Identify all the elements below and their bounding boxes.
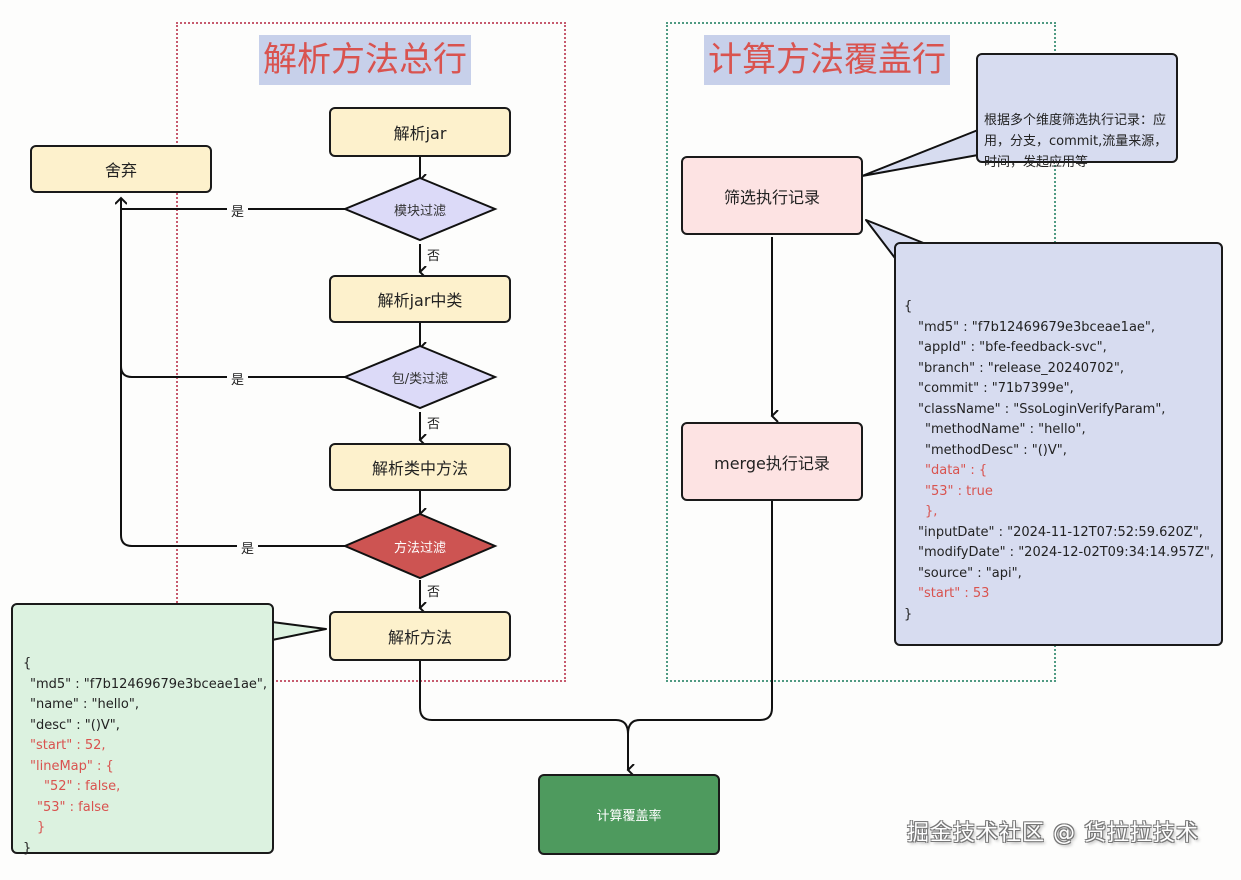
json-line: }, [925, 504, 938, 519]
module-filter-no-label: 否 [427, 249, 441, 264]
footer-watermark: 掘金技术社区 @ 货拉拉技术 [907, 821, 1199, 846]
parse-method-box[interactable]: 解析方法 [329, 611, 511, 661]
json-line: "start" : 52, [30, 738, 106, 753]
json-line: "start" : 53 [918, 586, 990, 601]
method-filter-label[interactable]: 方法过滤 [393, 540, 446, 556]
json-line: "data" : { [925, 463, 988, 478]
module-filter-yes-label: 是 [227, 201, 249, 220]
json-line: "modifyDate" : "2024-12-02T09:34:14.957Z… [918, 545, 1215, 560]
parse-class-methods-box[interactable]: 解析类中方法 [329, 443, 511, 491]
coverage-section-title: 计算方法覆盖行 [704, 35, 950, 85]
json-line: "methodDesc" : "()V", [925, 442, 1067, 458]
method-json-callout: { "md5" : "f7b12469679e3bceae1ae", "name" … [11, 603, 274, 856]
parse-jar-classes-box[interactable]: 解析jar中类 [329, 275, 511, 323]
filter-note-text: 根据多个维度筛选执行记录：应用，分支，commit,流量来源，时间，发起应用等 [984, 113, 1168, 170]
json-line: "appId" : "bfe-feedback-svc", [918, 340, 1107, 355]
method-filter-yes-label: 是 [237, 538, 259, 557]
json-line: { [23, 656, 32, 671]
json-line: "name" : "hello", [30, 697, 139, 712]
json-line: "branch" : "release_20240702", [918, 360, 1124, 376]
record-json-callout: { "md5" : "f7b12469679e3bceae1ae", "appId"… [894, 242, 1223, 646]
json-line: } [37, 820, 46, 835]
method-filter-no-label: 否 [427, 585, 441, 600]
json-line: "md5" : "f7b12469679e3bceae1ae", [918, 319, 1156, 335]
method-json-content: { "md5" : "f7b12469679e3bceae1ae", "name" … [23, 654, 268, 859]
module-filter-diamond [342, 176, 498, 242]
class-filter-no-label: 否 [427, 417, 441, 432]
parse-section-title: 解析方法总行 [259, 35, 471, 85]
merge-records-box[interactable]: merge执行记录 [681, 422, 863, 501]
module-filter-label[interactable]: 模块过滤 [393, 203, 446, 219]
discard-box[interactable]: 舍弃 [30, 145, 212, 193]
json-line: } [904, 606, 913, 622]
json-line: } [23, 840, 32, 856]
json-line: { [904, 299, 913, 314]
filter-note-callout: 根据多个维度筛选执行记录：应用，分支，commit,流量来源，时间，发起应用等 [976, 53, 1178, 170]
json-line: "inputDate" : "2024-11-12T07:52:59.620Z"… [918, 524, 1203, 540]
package-class-filter-label[interactable]: 包/类过滤 [391, 371, 449, 387]
filter-records-box[interactable]: 筛选执行记录 [681, 156, 863, 235]
connector-merge-to-result [627, 500, 773, 735]
json-line: "className" : "SsoLoginVerifyParam", [918, 401, 1166, 417]
class-filter-diamond [342, 344, 498, 410]
method-json-callout-tail [271, 621, 327, 641]
json-line: "53" : false [37, 799, 110, 815]
connector-method-filter-yes [121, 198, 345, 547]
note-callout-tail [861, 129, 979, 177]
compute-coverage-box[interactable]: 计算覆盖率 [538, 774, 720, 855]
json-line: "desc" : "()V", [30, 717, 120, 733]
json-line: "md5" : "f7b12469679e3bceae1ae", [30, 676, 268, 692]
json-line: "53" : true [925, 483, 993, 499]
json-line: "methodName" : "hello", [925, 422, 1086, 437]
json-line: "lineMap" : { [30, 758, 114, 774]
json-line: "52" : false, [44, 779, 121, 794]
connector-parse-method-to-result [419, 660, 629, 735]
method-filter-diamond [342, 512, 498, 580]
class-filter-yes-label: 是 [227, 369, 249, 388]
json-line: "commit" : "71b7399e", [918, 381, 1074, 396]
json-line: "source" : "api", [918, 565, 1022, 581]
parse-section-region [176, 22, 566, 682]
parse-jar-box[interactable]: 解析jar [329, 107, 511, 157]
record-json-content: { "md5" : "f7b12469679e3bceae1ae", "appId"… [904, 297, 1215, 625]
